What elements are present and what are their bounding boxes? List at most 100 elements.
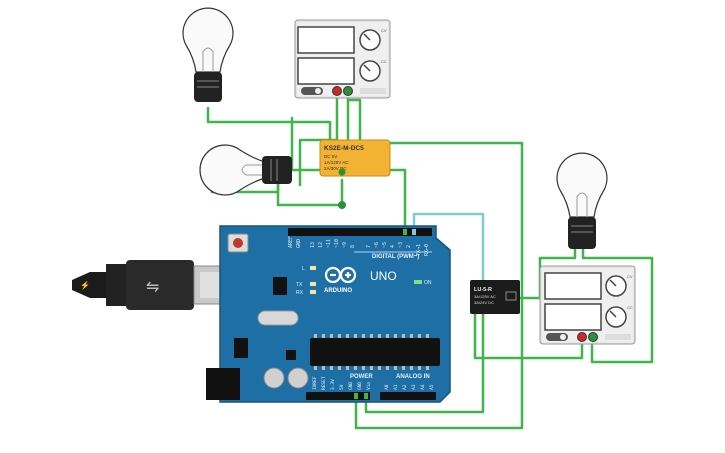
wire-psu1-pos-b[interactable] [346,98,362,152]
usb-lightning-icon: ⚡ [80,280,90,290]
relay-spec-line: 1A/125V AC [324,160,349,165]
pin-label: A0 [384,384,390,390]
pin-label: 12 [318,242,324,248]
wire-relay2-bulb[interactable] [518,246,577,300]
led-label-rx: RX [296,290,304,296]
led-label-l: L [302,266,305,272]
wire-pin-end[interactable] [412,229,416,235]
pin-label: RX←0 [424,244,430,256]
analog-in-label: ANALOG IN [396,374,430,380]
led-tx [310,282,316,286]
power-supply-1[interactable]: CV CC [294,19,391,99]
wire-relay-d2[interactable] [386,168,407,237]
pin-label: A3 [411,384,417,390]
led-l [310,266,316,270]
pin-label: 13 [310,242,316,248]
capacitor [263,367,285,389]
pin-label: GND [296,239,302,248]
psu-knob-label: CV [627,274,633,279]
pin-label: IOREF [312,376,318,390]
pin-label: ~11 [326,239,332,248]
wire-pin-end[interactable] [364,393,368,399]
light-bulb-3[interactable] [556,152,608,249]
power-supply-2[interactable]: CV CC [539,265,636,345]
relay-spec-line: 3A/125V AC [474,294,496,299]
arduino-uno-board[interactable]: AREF GND 13 12 ~11 ~10 ~9 8 7 ~6 ~5 4 ~3… [206,225,451,403]
arduino-model-label: UNO [370,269,397,283]
relay-spec-line: 3A/24V DC [474,300,494,305]
pin-label: A4 [420,384,426,390]
pin-label: A2 [402,384,408,390]
pin-label: A5 [429,384,435,390]
pin-label: AREF [288,236,294,248]
relay-spec-line: DC 5V [324,154,337,159]
psu-display [544,303,602,331]
wire-relay-loop[interactable] [290,116,322,172]
arduino-brand-label: ARDUINO [324,288,352,294]
wire-pin-end[interactable] [354,393,358,399]
light-bulb-2[interactable] [199,144,292,196]
wire-endpoints [354,229,416,399]
psu-terminal-positive[interactable] [343,86,353,96]
led-rx [310,290,316,294]
pin-label: ~3 [398,242,404,248]
pin-label: ~9 [342,242,348,248]
wire-bulb1-relay[interactable] [206,106,332,152]
pin-label: 8 [350,245,356,248]
relay-lu5r[interactable]: LU-5-R 3A/125V AC 3A/24V DC [470,280,520,314]
analog-header[interactable] [380,392,436,400]
pin-label: Vin [366,382,372,390]
relay-ks2e[interactable]: KS2E-M-DC5 DC 5V 1A/125V AC 2A/30V DC [319,139,391,177]
psu-display [544,272,602,300]
light-bulb-1[interactable] [182,7,234,102]
pin-label: 4 [390,245,396,248]
pin-label: RESET [321,376,327,390]
relay-model-label: KS2E-M-DC5 [324,145,364,152]
relay-spec-line: 2A/30V DC [324,166,347,171]
atmega-chip [310,338,440,366]
psu-terminal-negative[interactable] [332,86,342,96]
pin-label: ~6 [374,242,380,248]
pin-label: A1 [393,384,399,390]
psu-display [297,26,355,54]
wire-pin-end[interactable] [403,229,407,235]
digital-pin-labels: AREF GND 13 12 ~11 ~10 ~9 8 7 ~6 ~5 4 ~3… [288,236,430,256]
pin-label: TX→1 [416,244,422,256]
digital-pwm-label: DIGITAL (PWM~) [372,254,419,260]
wire-relay-right[interactable] [354,141,524,430]
pin-label: 2 [406,245,412,248]
pin-label: ~10 [334,239,340,248]
wire-psu2-relay2[interactable] [473,312,584,360]
psu-knob-label: CC [381,59,387,64]
power-label: POWER [350,374,373,380]
junction-dot[interactable] [338,201,346,209]
voltage-regulator [234,338,248,358]
arduino-logo-icon [324,266,357,284]
power-header[interactable] [306,392,370,400]
psu-terminal-positive[interactable] [588,332,598,342]
capacitor [287,367,309,389]
psu-knob-label: CV [381,28,387,33]
crystal-oscillator [257,310,299,326]
wire-bulb2-right[interactable] [276,170,344,207]
icsp-header [273,277,287,295]
wire-psu1-neg[interactable] [298,90,339,187]
pin-label: 7 [366,245,372,248]
led-label-tx: TX [296,282,303,288]
psu-terminal-negative[interactable] [577,332,587,342]
pin-label: 3.3V [330,379,336,390]
dc-power-jack[interactable] [206,368,240,400]
relay-pin[interactable] [338,168,346,176]
usb-cable[interactable]: ⚡ ⇋ [72,260,227,310]
wire-bulb3-psu[interactable] [581,246,654,364]
digital-header[interactable] [288,228,432,236]
pin-label: GND [357,382,363,390]
wire-d3-relay2[interactable] [412,212,485,284]
psu-display [297,57,355,85]
led-on [414,280,422,284]
relay-model-label: LU-5-R [474,287,492,293]
led-label-on: ON [424,280,432,286]
wires [206,90,654,430]
